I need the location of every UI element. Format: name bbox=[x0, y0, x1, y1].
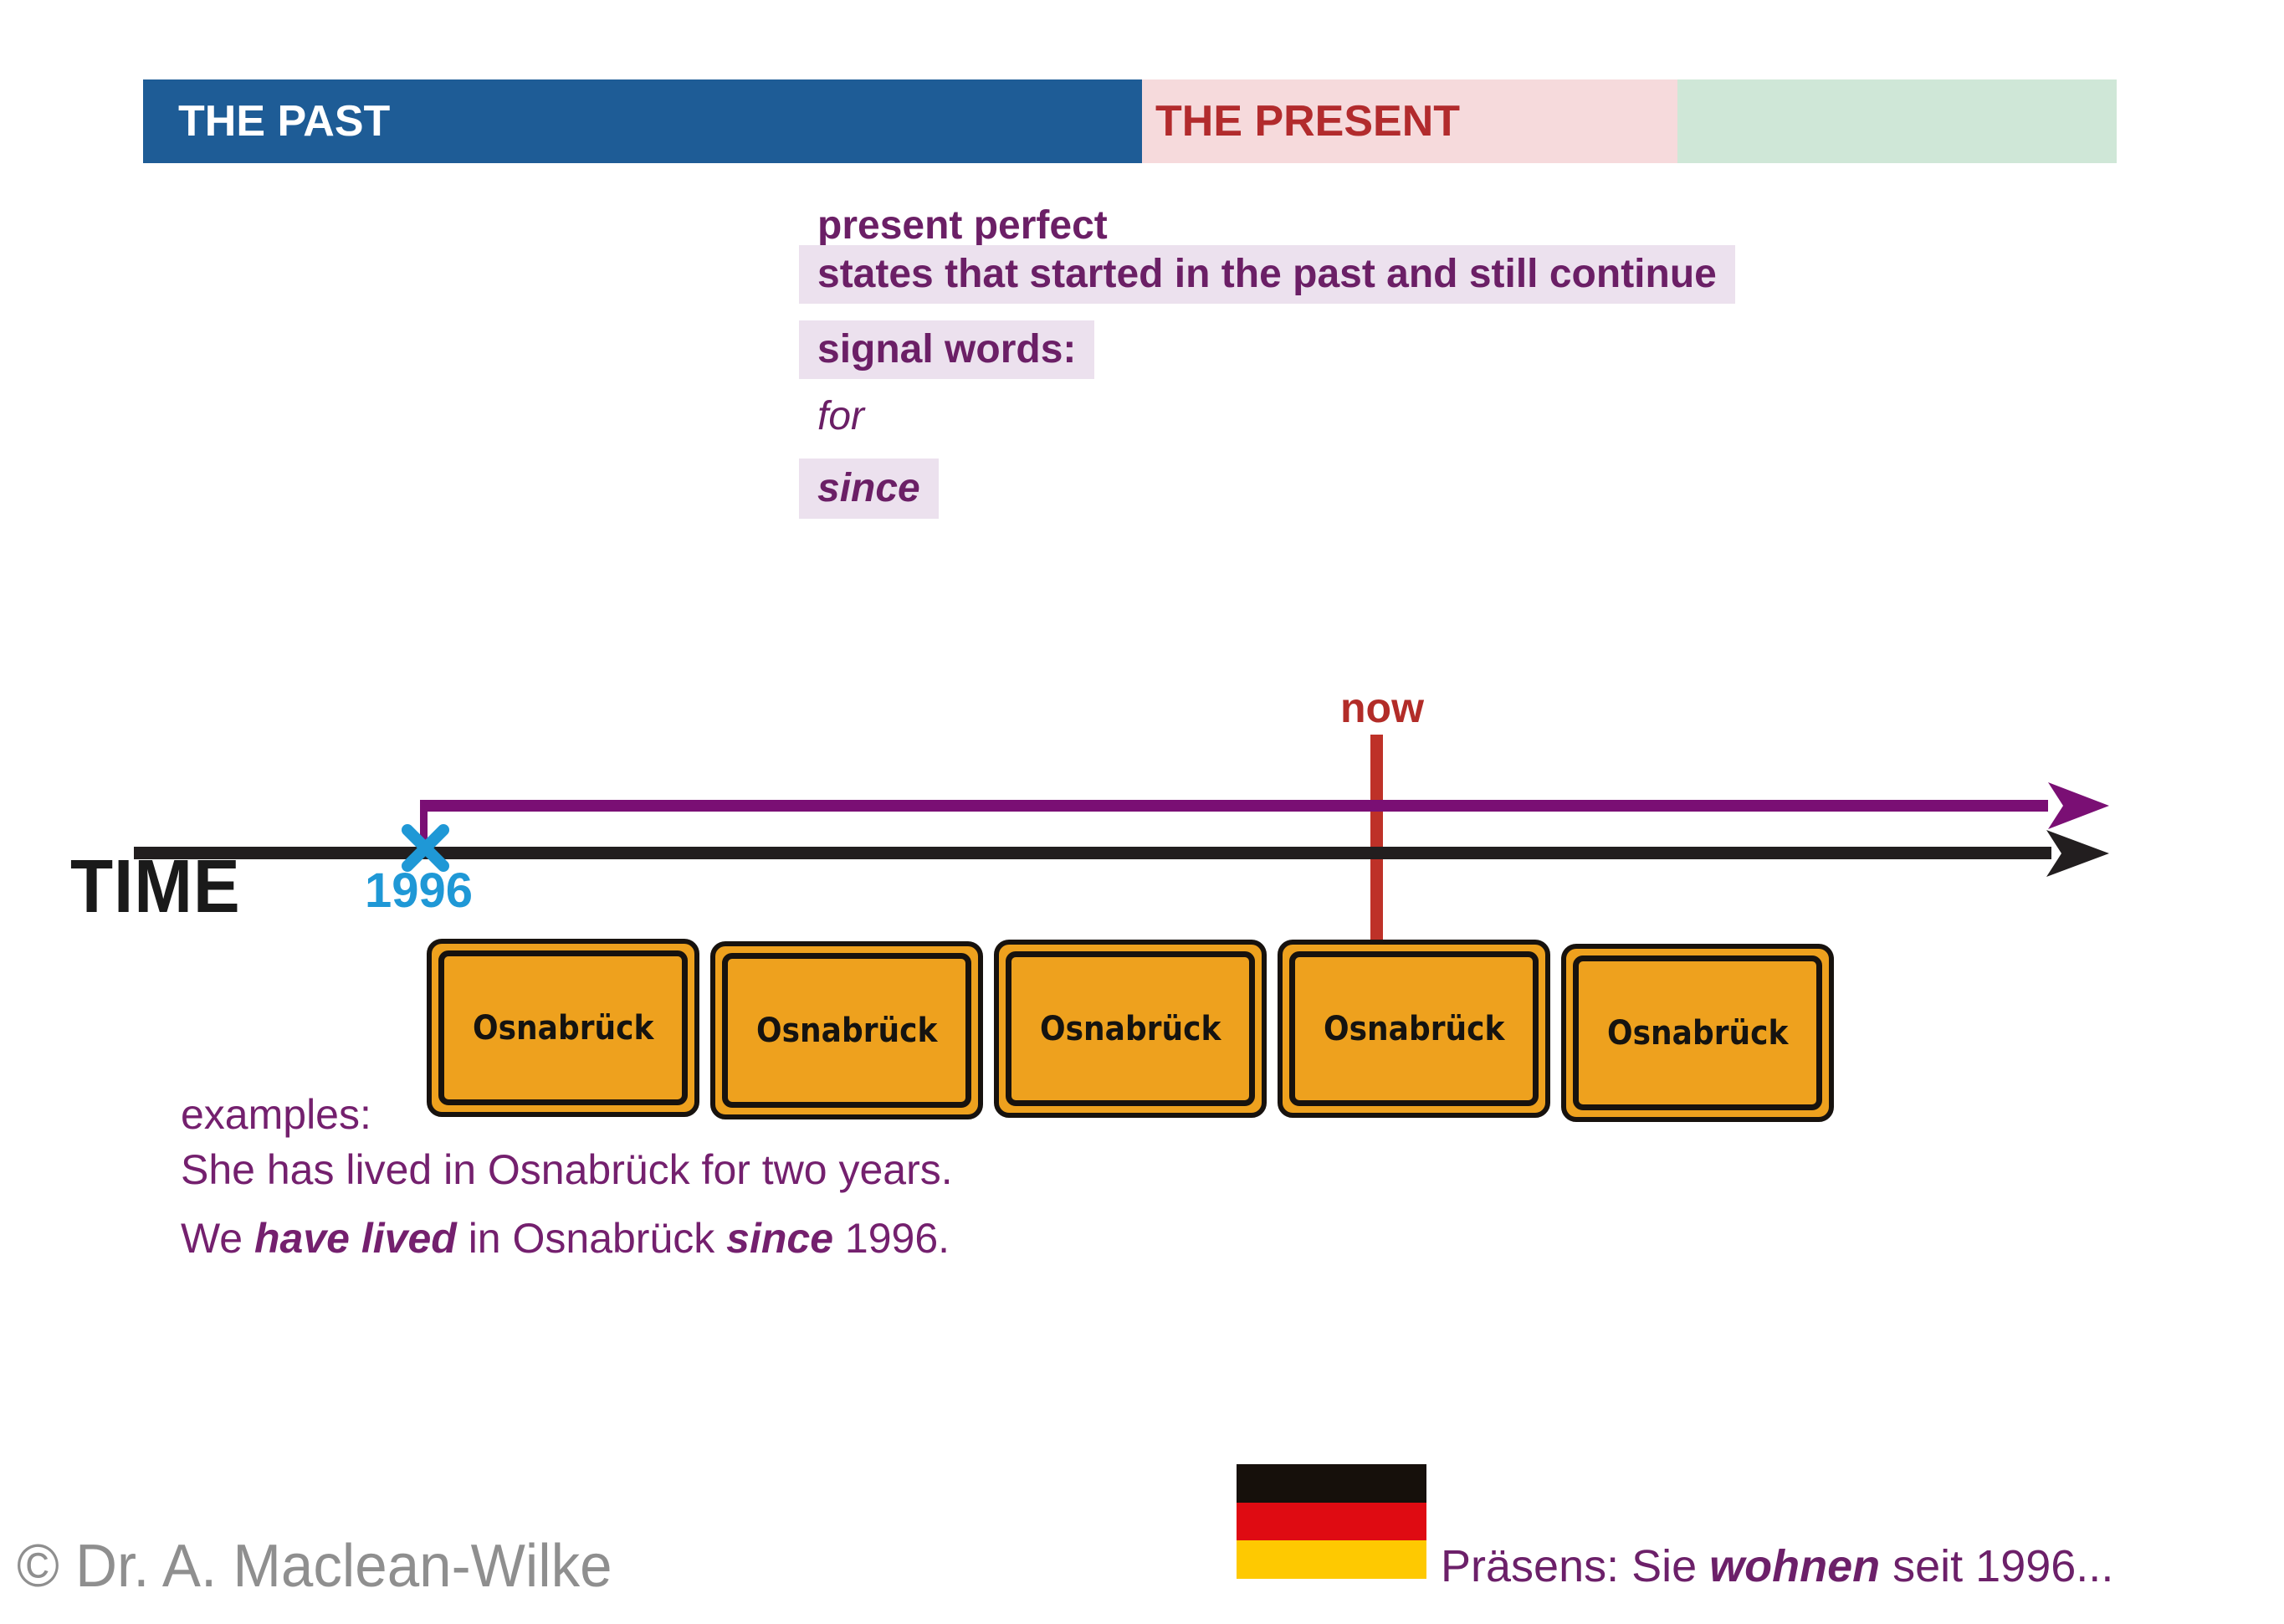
example-sentence-for: She has lived in Osnabrück for two years… bbox=[181, 1146, 953, 1193]
time-axis-arrowhead bbox=[2046, 830, 2109, 877]
sign-label: Osnabrück bbox=[1039, 1009, 1221, 1048]
translation-part: Präsens: Sie bbox=[1441, 1541, 1710, 1591]
sign-inner-frame: Osnabrück bbox=[1006, 951, 1255, 1106]
sign-inner-frame: Osnabrück bbox=[438, 950, 688, 1105]
time-axis-label: TIME bbox=[70, 845, 241, 929]
sign-label: Osnabrück bbox=[1606, 1013, 1789, 1053]
german-flag-icon bbox=[1237, 1464, 1426, 1580]
german-translation: Präsens: Sie wohnen seit 1996... bbox=[1441, 1542, 2113, 1591]
signal-words-heading: signal words: bbox=[799, 320, 1095, 379]
year-marker-label: 1996 bbox=[365, 863, 474, 918]
osnabrueck-sign: Osnabrück bbox=[1278, 940, 1550, 1118]
tense-usage: states that started in the past and stil… bbox=[799, 245, 1735, 304]
sentence-part: 1996. bbox=[833, 1215, 950, 1262]
sentence-bold-verb: have lived bbox=[254, 1215, 457, 1262]
now-label: now bbox=[1340, 684, 1424, 731]
present-bar: THE PRESENT bbox=[1142, 79, 1677, 163]
examples-heading: examples: bbox=[181, 1091, 371, 1138]
year-x-marker bbox=[402, 824, 449, 872]
translation-bold-verb: wohnen bbox=[1709, 1541, 1881, 1591]
osnabrueck-sign: Osnabrück bbox=[994, 940, 1267, 1118]
present-bar-label: THE PRESENT bbox=[1155, 97, 1461, 146]
example-sentence-since: We have lived in Osnabrück since 1996. bbox=[181, 1214, 950, 1263]
signal-word-for: for bbox=[817, 394, 865, 438]
duration-arrow-start-connector bbox=[420, 801, 428, 849]
duration-arrow-line bbox=[420, 800, 2048, 812]
translation-part: seit 1996... bbox=[1880, 1541, 2114, 1591]
osnabrueck-sign: Osnabrück bbox=[710, 941, 983, 1119]
flag-stripe-gold bbox=[1237, 1540, 1426, 1580]
sign-inner-frame: Osnabrück bbox=[1289, 951, 1539, 1106]
copyright-text: © Dr. A. Maclean-Wilke bbox=[17, 1533, 612, 1600]
sign-inner-frame: Osnabrück bbox=[722, 953, 971, 1108]
osnabrueck-sign: Osnabrück bbox=[1561, 944, 1834, 1122]
year-x-marker bbox=[402, 824, 449, 872]
sentence-part: We bbox=[181, 1215, 254, 1262]
now-line bbox=[1370, 735, 1383, 942]
signal-word-since: since bbox=[799, 459, 939, 519]
sign-label: Osnabrück bbox=[1323, 1009, 1505, 1048]
sign-label: Osnabrück bbox=[755, 1011, 938, 1050]
sentence-part: in Osnabrück bbox=[456, 1215, 727, 1262]
duration-arrowhead bbox=[2048, 782, 2109, 829]
flag-stripe-red bbox=[1237, 1502, 1426, 1541]
tense-name: present perfect bbox=[817, 203, 1108, 248]
future-bar bbox=[1677, 79, 2117, 163]
flag-stripe-black bbox=[1237, 1464, 1426, 1503]
time-axis-line bbox=[134, 847, 2051, 859]
sign-label: Osnabrück bbox=[472, 1008, 654, 1048]
sentence-bold-signal: since bbox=[726, 1215, 834, 1262]
past-bar: THE PAST bbox=[143, 79, 1142, 163]
past-bar-label: THE PAST bbox=[178, 97, 391, 146]
osnabrueck-sign: Osnabrück bbox=[427, 939, 699, 1117]
sign-inner-frame: Osnabrück bbox=[1573, 955, 1822, 1110]
